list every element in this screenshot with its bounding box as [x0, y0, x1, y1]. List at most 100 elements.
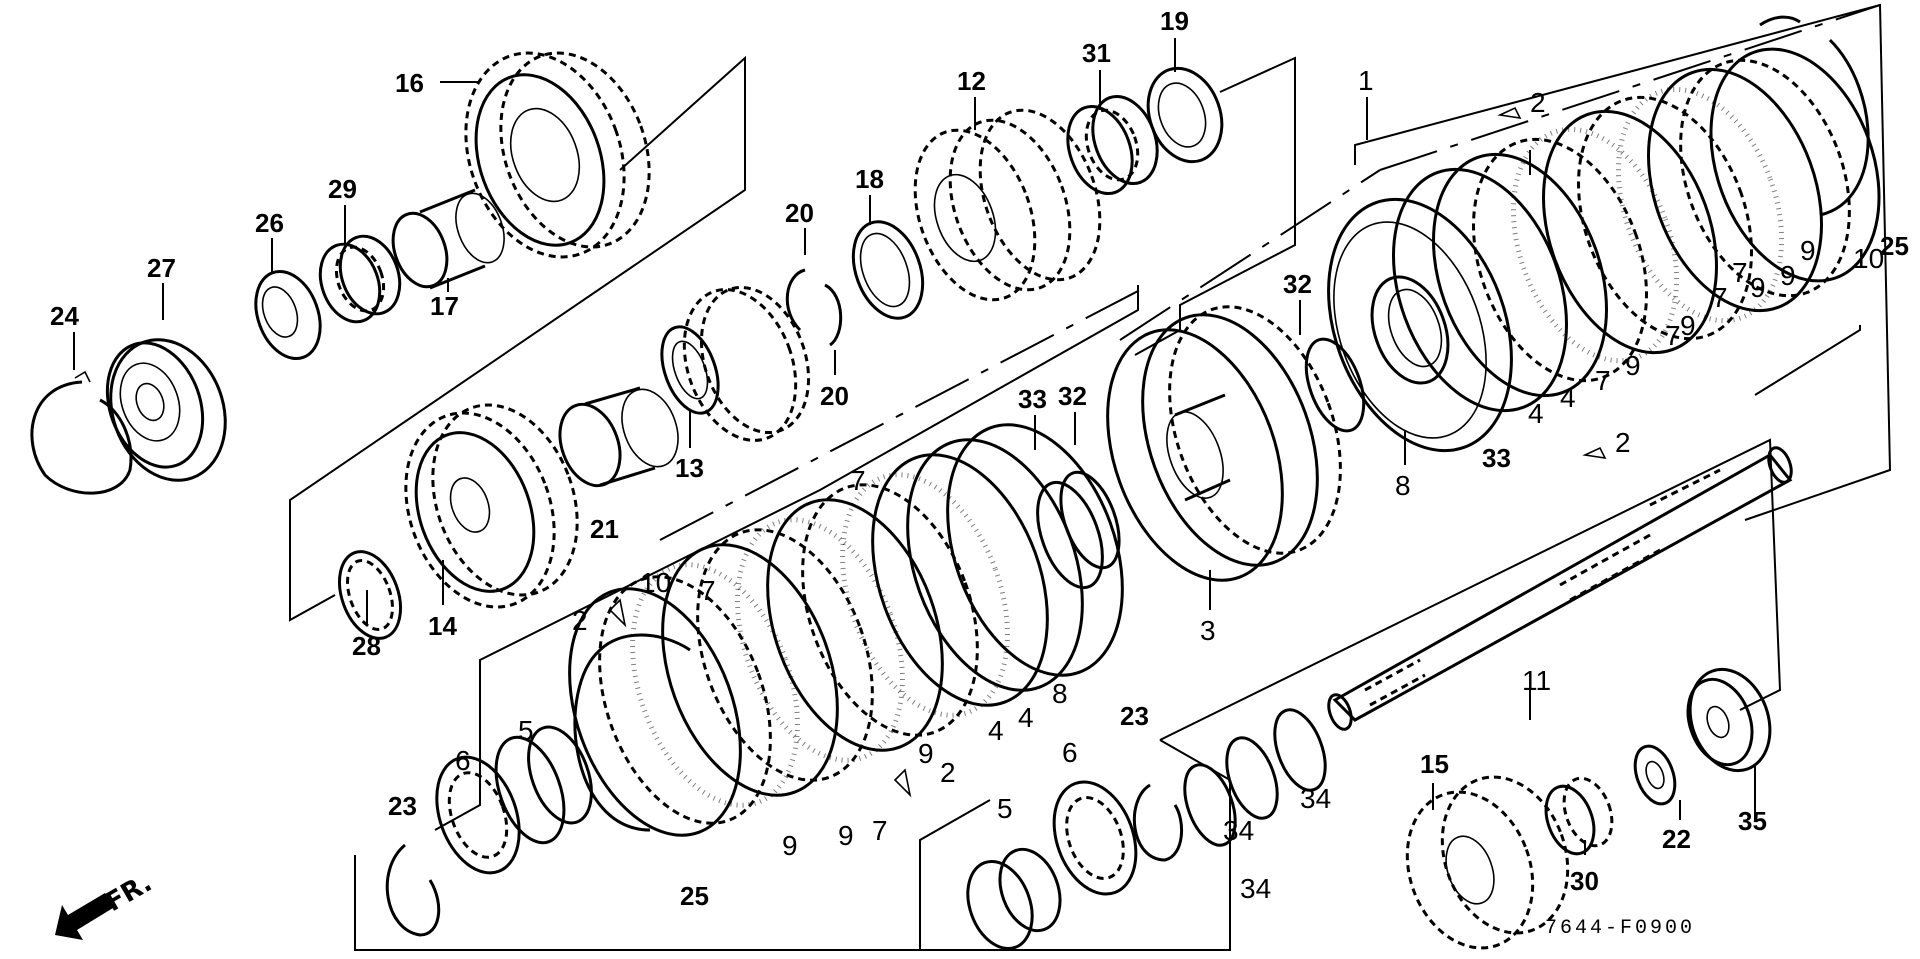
callout-25-a: 25: [1880, 231, 1909, 261]
front-label: FR.: [101, 868, 158, 918]
front-direction-indicator: FR.: [55, 868, 157, 940]
clip-2-b: [1582, 446, 1607, 460]
frame-axis-line-2: [1379, 4, 1881, 171]
callout-9-c: 9: [1750, 272, 1766, 303]
callout-5-a: 5: [518, 715, 534, 746]
clip-2-a: [1497, 106, 1522, 120]
callout-27: 27: [147, 253, 176, 283]
snap-ring-24: [30, 370, 133, 495]
callout-34-b: 34: [1300, 783, 1331, 814]
mainshaft-11: [1327, 446, 1793, 731]
callout-34-c: 34: [1240, 873, 1271, 904]
callout-16: 16: [395, 68, 424, 98]
callout-20-a: 20: [785, 198, 814, 228]
gear-15: [1405, 775, 1570, 950]
frame-bottom-mid: [919, 799, 991, 950]
o-ring-32-a: [1304, 337, 1366, 433]
callout-32-b: 32: [1058, 381, 1087, 411]
callout-34-a: 34: [1223, 815, 1254, 846]
callout-24: 24: [50, 301, 79, 331]
callout-7-b: 7: [1665, 320, 1681, 351]
piston-8: [1327, 197, 1513, 453]
snap-ring-23-a: [385, 843, 441, 937]
callout-11: 11: [1522, 665, 1551, 696]
ball-bearing-27: [105, 338, 227, 482]
collar-17: [391, 188, 505, 290]
callout-17: 17: [430, 291, 459, 321]
callout-35: 35: [1738, 806, 1767, 836]
clutch-drum-3: [1106, 305, 1342, 582]
callout-33-a: 33: [1018, 384, 1047, 414]
callout-15: 15: [1420, 749, 1449, 779]
cotter-20-b: [824, 283, 843, 347]
callout-3: 3: [1200, 615, 1216, 646]
callout-10-b: 10: [640, 567, 671, 598]
callout-9-d: 9: [1800, 235, 1816, 266]
leader-lines: [73, 38, 1756, 855]
callout-labels: 24 27 26 29 17 16 28 14 21 13 20 20 18 1…: [50, 6, 1909, 911]
callout-23-a: 23: [388, 791, 417, 821]
return-spring-5-a: [494, 725, 593, 845]
frame-axis-line-1: [1119, 169, 1381, 341]
needle-bearing-31: [1066, 94, 1159, 196]
callout-33-b: 33: [1482, 443, 1511, 473]
callout-9-g: 9: [782, 830, 798, 861]
needle-bearing-28: [338, 550, 402, 640]
callout-10-a: 10: [1853, 243, 1884, 274]
callout-4-b: 4: [1560, 382, 1576, 413]
callout-9-a: 9: [1625, 350, 1641, 381]
ball-bearing-35: [1686, 667, 1772, 773]
callout-13: 13: [675, 453, 704, 483]
callout-12: 12: [957, 66, 986, 96]
callout-4-d: 4: [1018, 702, 1034, 733]
needle-bearing-29: [318, 234, 402, 324]
callout-9-f: 9: [838, 820, 854, 851]
clutch-pack-lower: [568, 423, 1124, 837]
callout-9-e: 9: [918, 738, 934, 769]
callout-28: 28: [352, 631, 381, 661]
frame-clutch-2: [434, 285, 1139, 831]
callout-7-d: 7: [1732, 257, 1748, 288]
callout-22: 22: [1662, 824, 1691, 854]
collar-21: [558, 386, 679, 488]
thrust-washer-22: [1633, 744, 1677, 806]
callout-30: 30: [1570, 866, 1599, 896]
callout-20-b: 20: [820, 381, 849, 411]
return-spring-5-b: [966, 847, 1062, 951]
front-arrow-icon: [55, 893, 113, 940]
callout-7-f: 7: [700, 575, 716, 606]
callout-14: 14: [428, 611, 457, 641]
gear-16: [464, 51, 651, 259]
callout-7-g: 7: [872, 815, 888, 846]
callout-1: 1: [1358, 65, 1374, 96]
callout-9-h: 9: [1780, 260, 1796, 291]
spring-retainer-6-b: [1052, 780, 1138, 896]
callout-26: 26: [255, 208, 284, 238]
callout-2-b: 2: [1615, 427, 1631, 458]
callout-7-e: 7: [850, 465, 866, 496]
callout-5-b: 5: [997, 793, 1013, 824]
frame-shaft: [1159, 438, 1782, 741]
callout-2-d: 2: [940, 757, 956, 788]
callout-32-a: 32: [1283, 269, 1312, 299]
callout-9-b: 9: [1680, 310, 1696, 341]
callout-2-a: 2: [1530, 87, 1546, 118]
callout-19: 19: [1160, 6, 1189, 36]
callout-29: 29: [328, 174, 357, 204]
frame-right-lower: [1754, 325, 1861, 396]
callout-4-c: 4: [988, 715, 1004, 746]
gear-13: [660, 285, 811, 442]
gear-14: [404, 403, 579, 609]
diagram-code: 7644-F0900: [1545, 917, 1695, 940]
needle-bearing-30: [1544, 776, 1614, 856]
group-frames: [289, 3, 1892, 951]
callout-21: 21: [590, 514, 619, 544]
callout-31: 31: [1082, 38, 1111, 68]
cotter-20-a: [785, 268, 806, 332]
frame-axis-line-3: [659, 289, 1141, 541]
o-ring-32-b: [1059, 470, 1121, 570]
callout-7-c: 7: [1712, 282, 1728, 313]
callout-2-c: 2: [572, 605, 588, 636]
snap-ring-23-b: [1132, 783, 1184, 862]
